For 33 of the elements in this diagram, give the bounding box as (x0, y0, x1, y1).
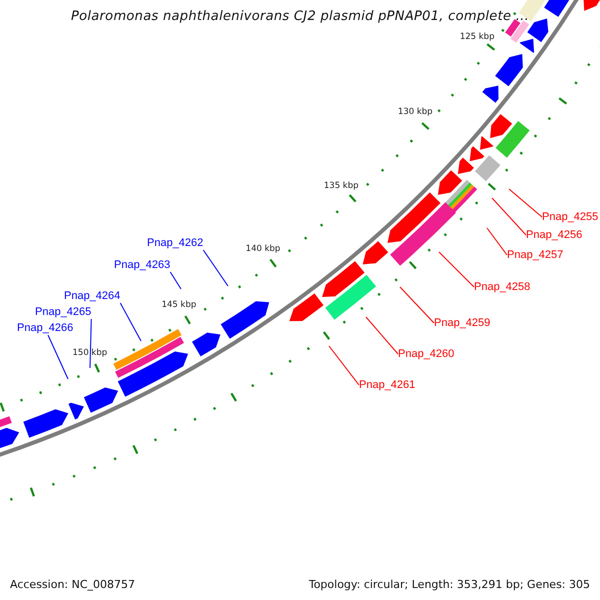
leader-line (328, 346, 360, 386)
scale-label: 130 kbp (398, 106, 433, 117)
leader-line (202, 250, 228, 286)
leader-line (400, 286, 434, 324)
leader-line (366, 316, 398, 354)
leader-line (508, 188, 542, 218)
scale-label: 150 kbp (72, 348, 108, 358)
gene-label: Pnap_4255 (542, 210, 598, 224)
summary-text: Topology: circular; Length: 353,291 bp; Genes: 305 (308, 578, 590, 591)
scale-label: 140 kbp (246, 244, 280, 254)
leader-line (48, 334, 68, 380)
gene-label: Pnap_4258 (474, 280, 530, 294)
leader-line (492, 198, 526, 236)
gene-label: Pnap_4261 (359, 378, 416, 392)
accession-text: Accession: NC_008757 (10, 578, 136, 591)
gene-label: Pnap_4265 (35, 305, 92, 319)
gene-label: Pnap_4259 (434, 316, 490, 330)
leader-line (438, 252, 474, 288)
diagram-title: Polaromonas naphthalenivorans CJ2 plasmid pPNAP01, complete ... (70, 9, 530, 24)
gene-label: Pnap_4256 (526, 228, 582, 242)
gene-label: Pnap_4266 (17, 321, 74, 335)
gene-label: Pnap_4264 (64, 289, 120, 303)
leader-line (120, 302, 142, 342)
gene-label: Pnap_4262 (147, 236, 204, 250)
gene-label: Pnap_4260 (398, 347, 454, 361)
scale-label: 135 kbp (324, 180, 359, 191)
leader-line (486, 228, 508, 256)
scale-label: 125 kbp (460, 32, 494, 42)
gene-label: Pnap_4263 (114, 258, 170, 272)
gene-label: Pnap_4257 (507, 248, 564, 262)
scale-label: 145 kbp (162, 300, 196, 310)
leader-line (90, 318, 92, 368)
leader-line (170, 272, 182, 290)
